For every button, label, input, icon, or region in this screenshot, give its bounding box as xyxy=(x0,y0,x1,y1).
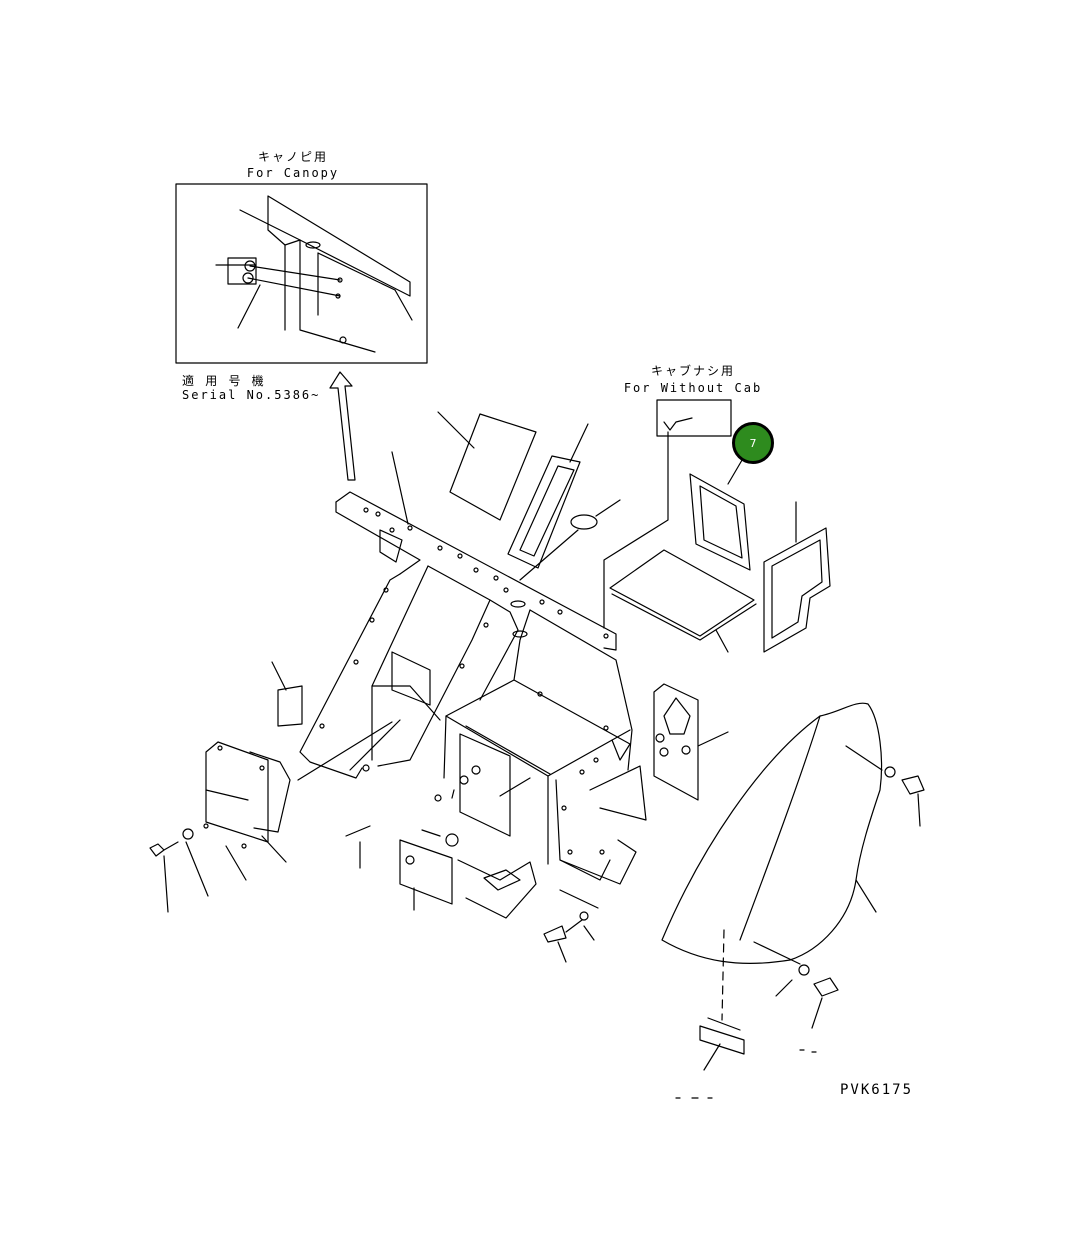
lower-plate-parts xyxy=(399,839,599,963)
figure-code: PVK6175 xyxy=(840,1082,914,1098)
serial-note-jp: 適 用 号 機 xyxy=(182,374,266,388)
side-cover-parts xyxy=(149,661,371,913)
serial-note-en: Serial No.5386~ xyxy=(182,388,321,402)
without-cab-title-en: For Without Cab xyxy=(623,381,763,395)
frame-holes xyxy=(319,507,609,855)
without-cab-inset-frame xyxy=(603,399,732,629)
fender-cover-part xyxy=(661,702,925,1099)
main-frame-structure xyxy=(297,451,647,919)
part-callout-number: 7 xyxy=(749,436,757,450)
canopy-title-jp: キャノピ用 xyxy=(257,150,329,164)
canopy-inset-frame xyxy=(175,183,428,364)
side-panel-part xyxy=(653,683,729,801)
canopy-title-en: For Canopy xyxy=(246,166,340,180)
floor-mat-parts xyxy=(437,411,831,653)
without-cab-title-jp: キャブナシ用 xyxy=(650,364,736,378)
reference-arrow xyxy=(329,371,356,481)
part-callout-7[interactable]: 7 xyxy=(732,422,774,464)
